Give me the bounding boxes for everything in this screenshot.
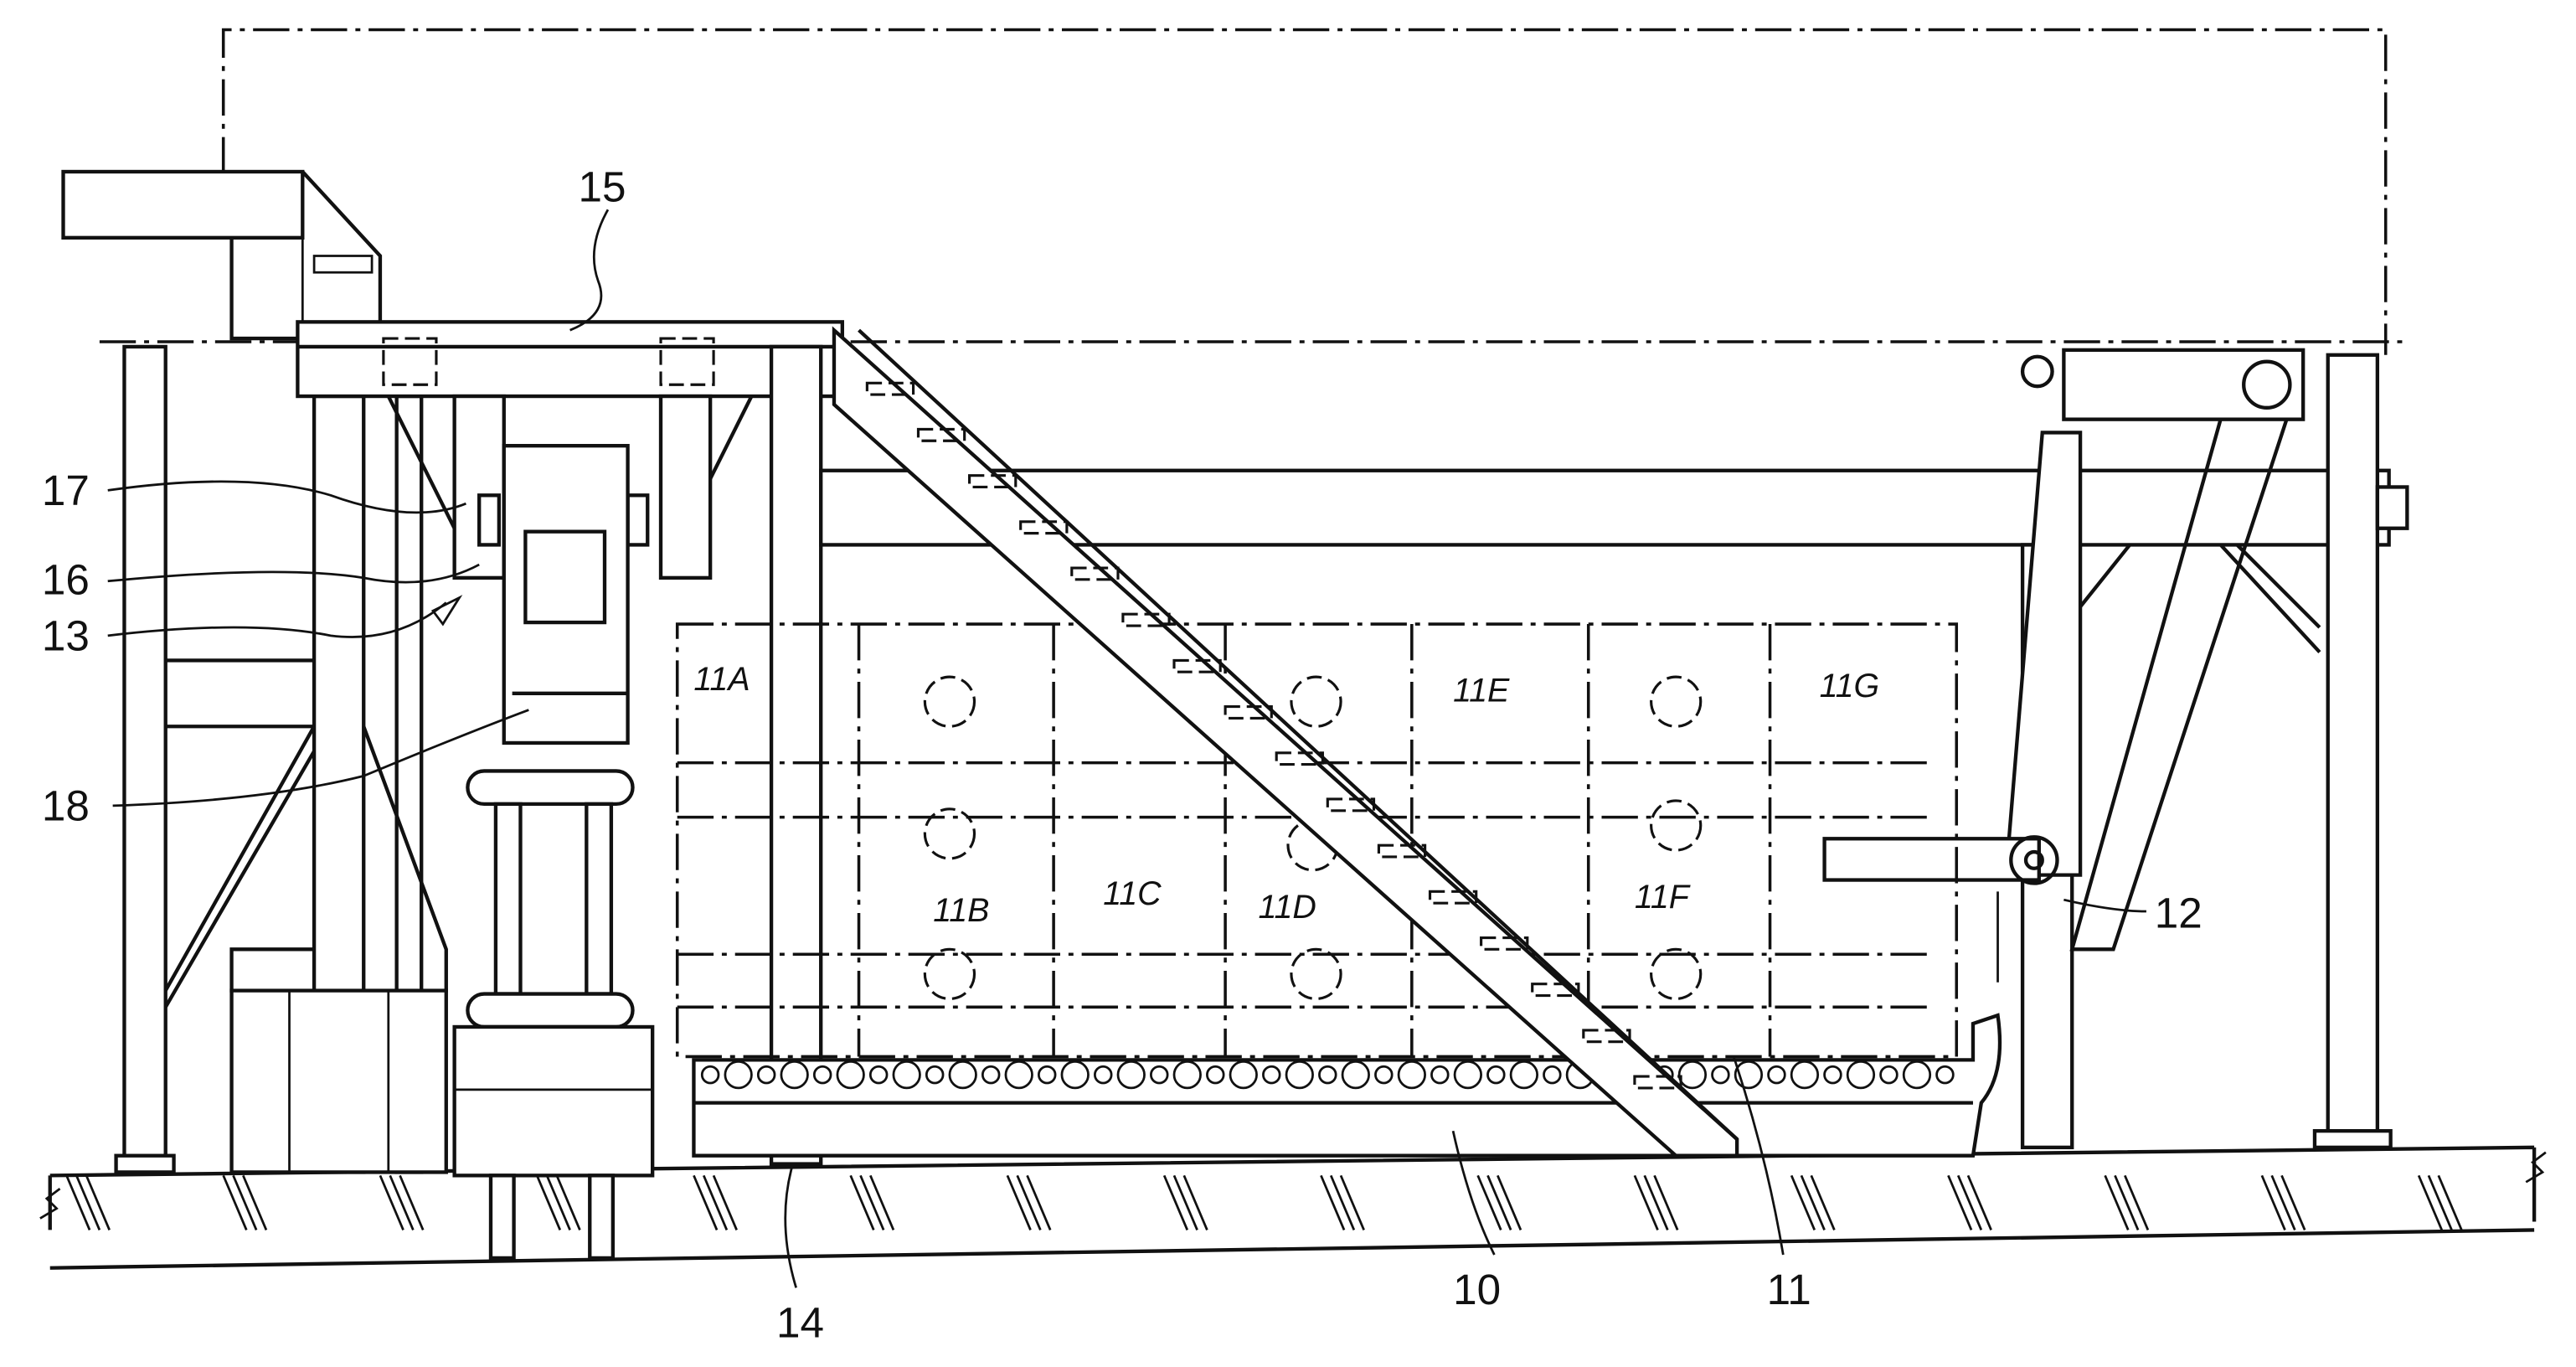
floor-hatch [1635,1175,1658,1230]
ref-10: 10 [1453,1266,1501,1313]
zone-circle [925,949,974,998]
zone-circle [1651,677,1701,726]
floor-hatch [1655,1175,1678,1230]
lifting-table [455,771,653,1257]
ref-15: 15 [578,162,626,210]
ref-13: 13 [42,612,90,660]
zone-circle [1291,949,1341,998]
zone-label-11d: 11D [1259,889,1316,926]
floor-hatch [86,1175,110,1230]
floor-hatch [1801,1175,1825,1230]
floor-hatch [2439,1175,2462,1230]
floor-hatch [1811,1175,1835,1230]
zone-label-11b: 11B [933,892,989,929]
zone-label-11e: 11E [1453,673,1510,709]
zone-label-11c: 11C [1103,875,1162,912]
floor-hatch [851,1175,874,1230]
zone-circle [1651,801,1701,850]
carriage-assembly [455,396,711,743]
floor-hatch [1968,1175,1991,1230]
floor-hatch [870,1175,894,1230]
floor-hatch [1184,1175,1208,1230]
floor-hatch [1007,1175,1031,1230]
zone-label-11g: 11G [1820,668,1880,704]
floor-hatch [2272,1175,2295,1230]
floor-hatch [1018,1175,1041,1230]
zone-circle [925,677,974,726]
floor-hatch [1331,1175,1354,1230]
floor-hatch [2419,1175,2442,1230]
ref-16: 16 [42,556,90,604]
support-post [771,347,821,1164]
floor-hatch [1791,1175,1815,1230]
floor-hatch [224,1175,247,1230]
ref-12: 12 [2155,890,2202,937]
floor-hatch [2125,1175,2148,1230]
floor-hatch [1164,1175,1188,1230]
floor-hatch [714,1175,737,1230]
floor-hatch [400,1175,424,1230]
ref-17: 17 [42,467,90,514]
zone-circle [1651,949,1701,998]
upper-left-hopper [64,172,380,338]
roller-conveyor [693,1015,2000,1156]
floor-hatch [693,1175,717,1230]
zone-circle [1291,677,1341,726]
floor-hatch [557,1175,580,1230]
floor-hatch [703,1175,727,1230]
zone-grid [677,624,1957,1056]
ref-18: 18 [42,782,90,830]
floor-hatch [76,1175,100,1230]
floor-hatch [547,1175,570,1230]
floor-hatch [2262,1175,2285,1230]
floor-hatch [2429,1175,2452,1230]
zone-label-11a: 11A [693,661,750,698]
floor-hatch [390,1175,414,1230]
ref-14: 14 [776,1299,824,1347]
floor-hatch [537,1175,560,1230]
floor-hatch [1478,1175,1502,1230]
floor-hatch [234,1175,257,1230]
zone-label-11f: 11F [1635,879,1691,916]
zone-circle [925,809,974,859]
floor-hatch [380,1175,404,1230]
floor-hatch [2105,1175,2129,1230]
floor-hatch [66,1175,90,1230]
floor-hatch [1497,1175,1521,1230]
floor-hatch [1958,1175,1981,1230]
left-frame [116,347,446,1173]
staircase [834,330,1737,1156]
floor-hatch [1645,1175,1668,1230]
floor-hatch [243,1175,266,1230]
floor-hatch [1321,1175,1344,1230]
floor-hatch [2282,1175,2306,1230]
floor-hatch [1948,1175,1971,1230]
envelope-outline [224,29,2386,354]
floor-hatch [1341,1175,1364,1230]
floor-hatch [861,1175,884,1230]
ref-11: 11 [1767,1266,1811,1313]
floor-hatch [1028,1175,1051,1230]
floor-hatch [1174,1175,1198,1230]
floor-hatch [1487,1175,1511,1230]
floor-hatch [2115,1175,2138,1230]
